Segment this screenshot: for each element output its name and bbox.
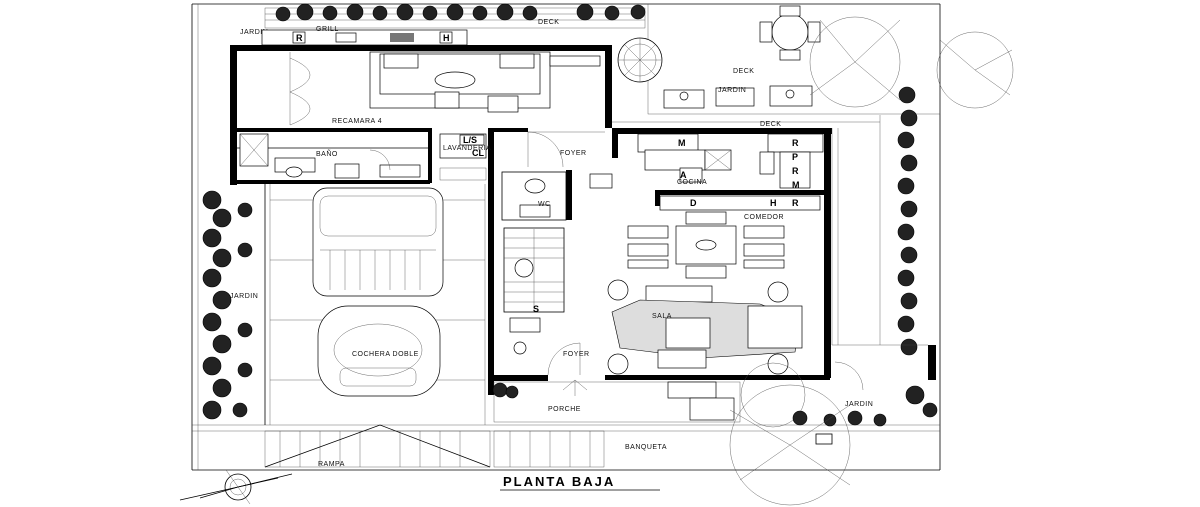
label-cocina-r1: R	[792, 138, 799, 148]
porche: PORCHE	[492, 381, 741, 423]
label-comedor-r: R	[792, 198, 799, 208]
wc: WC	[501, 171, 567, 221]
deck-side: DECK	[612, 115, 928, 346]
label-cochera: COCHERA DOBLE	[352, 351, 419, 358]
label-grill-r: R	[296, 33, 303, 43]
stair: S	[503, 227, 565, 314]
comedor: D H R COMEDOR	[627, 195, 821, 279]
dining-table	[627, 211, 785, 279]
cochera: COCHERA DOBLE	[264, 184, 486, 425]
label-wc: WC	[538, 201, 551, 208]
foyer-top: FOYER	[527, 131, 613, 189]
pickup-truck	[312, 187, 444, 297]
label-rampa: RAMPA	[318, 461, 345, 468]
grill-counter: R H GRILL	[261, 26, 468, 46]
sala: SALA	[607, 279, 803, 375]
label-foyer-top: FOYER	[560, 150, 587, 157]
foyer-bottom: FOYER	[509, 317, 590, 396]
label-comedor-h: H	[770, 198, 777, 208]
label-grill: GRILL	[316, 26, 339, 33]
label-cocina-r2: R	[792, 166, 799, 176]
patio-table-set	[759, 5, 821, 61]
label-comedor-d: D	[690, 198, 697, 208]
label-cocina: COCINA	[677, 179, 707, 186]
label-porche: PORCHE	[548, 406, 581, 413]
left-tree-column: JARDIN	[202, 190, 258, 420]
label-deck-right-top: DECK	[733, 68, 754, 75]
top-tree-row	[275, 3, 646, 22]
label-jardin-left: JARDIN	[230, 293, 258, 300]
label-cocina-a: A	[680, 170, 687, 180]
walls	[230, 45, 936, 395]
lavanderia: L/S CL LAVANDERIA	[439, 133, 491, 181]
plan-title: PLANTA BAJA	[503, 474, 615, 489]
right-tree-column	[897, 86, 938, 418]
label-grill-h: H	[443, 33, 450, 43]
label-lavanderia: LAVANDERIA	[443, 145, 491, 152]
label-banqueta: BANQUETA	[625, 444, 667, 451]
sports-car	[317, 305, 441, 397]
label-sala: SALA	[652, 313, 672, 320]
north-arrow-icon	[179, 469, 293, 505]
deck-right-top: DECK JARDIN	[617, 3, 1014, 115]
label-comedor: COMEDOR	[744, 214, 784, 221]
bano: BAÑO	[237, 133, 428, 179]
label-s-mark: S	[533, 304, 539, 314]
label-deck-mid: DECK	[760, 121, 781, 128]
label-cl: CL	[472, 148, 484, 158]
recamara-4: RECAMARA 4	[289, 51, 601, 126]
label-recamara: RECAMARA 4	[332, 118, 382, 125]
label-jardin-top-left: JARDIN	[240, 29, 268, 36]
label-deck-top: DECK	[538, 19, 559, 26]
label-cocina-m1: M	[678, 138, 686, 148]
label-foyer-bottom: FOYER	[563, 351, 590, 358]
cocina: M A R P R M COCINA	[637, 133, 824, 190]
top-deck: DECK JARDIN	[240, 3, 646, 36]
label-cocina-p: P	[792, 152, 798, 162]
label-jardin-right-top: JARDIN	[718, 87, 746, 94]
front-strip: RAMPA BANQUETA	[264, 424, 667, 468]
label-lb: L/S	[463, 135, 477, 145]
jardin-bottom-right: JARDIN	[729, 361, 887, 506]
large-tree-top-right	[809, 16, 1014, 109]
label-jardin-right-bottom: JARDIN	[845, 401, 873, 408]
label-cocina-m2: M	[792, 180, 800, 190]
label-bano: BAÑO	[316, 149, 338, 158]
lounge-chairs	[663, 85, 813, 109]
